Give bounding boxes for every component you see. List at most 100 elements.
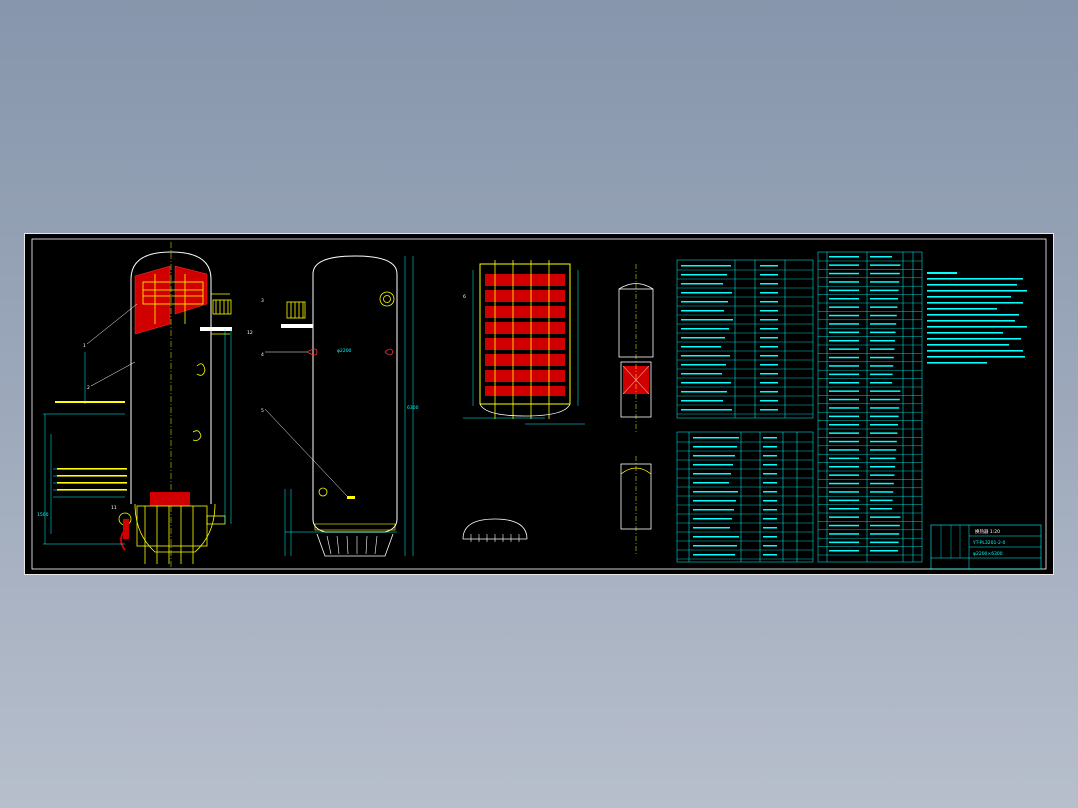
illegible-cell-text — [870, 449, 897, 451]
illegible-cell-text — [681, 283, 723, 285]
parts-list-table — [817, 251, 923, 563]
illegible-cell-text — [760, 301, 778, 303]
illegible-cell-text — [829, 533, 859, 535]
title-line-2: YT-PL3201-2-0 — [972, 540, 1005, 546]
title-block: 换热器 1:20 YT-PL3201-2-0 φ2200×6300 — [930, 524, 1042, 570]
illegible-cell-text — [870, 306, 898, 308]
illegible-cell-text — [763, 473, 777, 475]
illegible-cell-text — [870, 356, 894, 359]
illegible-cell-text — [763, 518, 777, 520]
illegible-cell-text — [829, 466, 859, 468]
vessel-section-view — [43, 242, 232, 569]
illegible-cell-text — [681, 382, 731, 384]
illegible-cell-text — [693, 455, 735, 457]
illegible-cell-text — [829, 398, 859, 401]
illegible-cell-text — [681, 355, 730, 357]
illegible-cell-text — [829, 449, 859, 451]
illegible-cell-text — [870, 440, 897, 443]
illegible-cell-text — [681, 265, 731, 267]
illegible-cell-text — [870, 466, 895, 468]
illegible-cell-text — [760, 382, 778, 384]
illegible-cell-text — [763, 500, 777, 502]
illegible-cell-text — [681, 310, 724, 312]
illegible-cell-text — [829, 415, 859, 418]
illegible-cell-text — [870, 348, 895, 350]
illegible-cell-text — [829, 541, 859, 544]
illegible-cell-text — [763, 464, 777, 466]
illegible-cell-text — [829, 256, 859, 258]
illegible-cell-text — [693, 536, 739, 538]
detail-views — [618, 264, 654, 554]
illegible-cell-text — [829, 482, 859, 485]
illegible-cell-text — [681, 364, 726, 366]
item-marker-3: 3 — [261, 298, 264, 304]
illegible-cell-text — [829, 499, 859, 502]
illegible-cell-text — [829, 272, 859, 275]
illegible-cell-text — [870, 398, 900, 401]
illegible-cell-text — [870, 390, 901, 392]
illegible-cell-text — [870, 272, 900, 275]
illegible-cell-text — [760, 373, 778, 375]
illegible-cell-text — [870, 550, 898, 552]
illegible-cell-text — [870, 474, 895, 476]
illegible-cell-text — [760, 328, 778, 330]
illegible-cell-text — [681, 400, 723, 402]
illegible-cell-text — [829, 382, 859, 384]
illegible-cell-text — [870, 382, 892, 384]
illegible-cell-text — [829, 516, 859, 518]
illegible-cell-text — [870, 508, 892, 510]
illegible-cell-text — [693, 446, 737, 448]
illegible-cell-text — [829, 524, 859, 527]
illegible-cell-text — [870, 491, 894, 493]
item-marker-2: 2 — [87, 385, 90, 391]
illegible-cell-text — [870, 256, 892, 258]
illegible-cell-text — [693, 545, 737, 547]
illegible-cell-text — [870, 524, 900, 527]
illegible-cell-text — [760, 283, 778, 285]
title-line-3: φ2200×6300 — [973, 551, 1003, 557]
illegible-cell-text — [693, 473, 731, 475]
illegible-cell-text — [681, 292, 732, 294]
illegible-cell-text — [693, 482, 729, 484]
illegible-cell-text — [870, 323, 897, 325]
illegible-cell-text — [693, 491, 738, 493]
illegible-cell-text — [681, 328, 729, 330]
illegible-cell-text — [763, 509, 777, 511]
illegible-cell-text — [693, 500, 736, 502]
item-marker-11: 11 — [111, 505, 117, 511]
illegible-cell-text — [763, 446, 777, 448]
illegible-cell-text — [870, 340, 895, 342]
illegible-cell-text — [829, 365, 859, 367]
item-marker-4: 4 — [261, 352, 264, 358]
illegible-cell-text — [829, 298, 859, 300]
dim-skirt: 1500 — [37, 512, 49, 518]
illegible-cell-text — [681, 319, 733, 321]
illegible-cell-text — [870, 314, 897, 317]
illegible-cell-text — [870, 365, 894, 367]
illegible-cell-text — [763, 491, 777, 493]
illegible-cell-text — [870, 499, 893, 502]
illegible-cell-text — [760, 355, 778, 357]
illegible-cell-text — [829, 432, 859, 434]
illegible-cell-text — [870, 373, 893, 376]
illegible-cell-text — [693, 527, 730, 529]
illegible-cell-text — [829, 356, 859, 359]
illegible-cell-text — [760, 274, 778, 276]
illegible-cell-text — [870, 482, 894, 485]
illegible-cell-text — [681, 346, 721, 348]
illegible-cell-text — [870, 289, 899, 292]
illegible-cell-text — [763, 536, 777, 538]
illegible-cell-text — [829, 424, 859, 426]
illegible-cell-text — [681, 301, 728, 303]
illegible-cell-text — [829, 331, 859, 334]
inner-border — [31, 238, 1047, 570]
illegible-cell-text — [870, 415, 899, 418]
drawing-sheet: 换热器 1:20 YT-PL3201-2-0 φ2200×6300 1 2 3 … — [24, 233, 1054, 575]
illegible-cell-text — [829, 390, 859, 392]
illegible-cell-text — [760, 409, 778, 411]
illegible-cell-text — [829, 440, 859, 443]
illegible-cell-text — [829, 323, 859, 325]
illegible-cell-text — [763, 545, 777, 547]
illegible-cell-text — [870, 424, 898, 426]
illegible-cell-text — [681, 409, 732, 411]
